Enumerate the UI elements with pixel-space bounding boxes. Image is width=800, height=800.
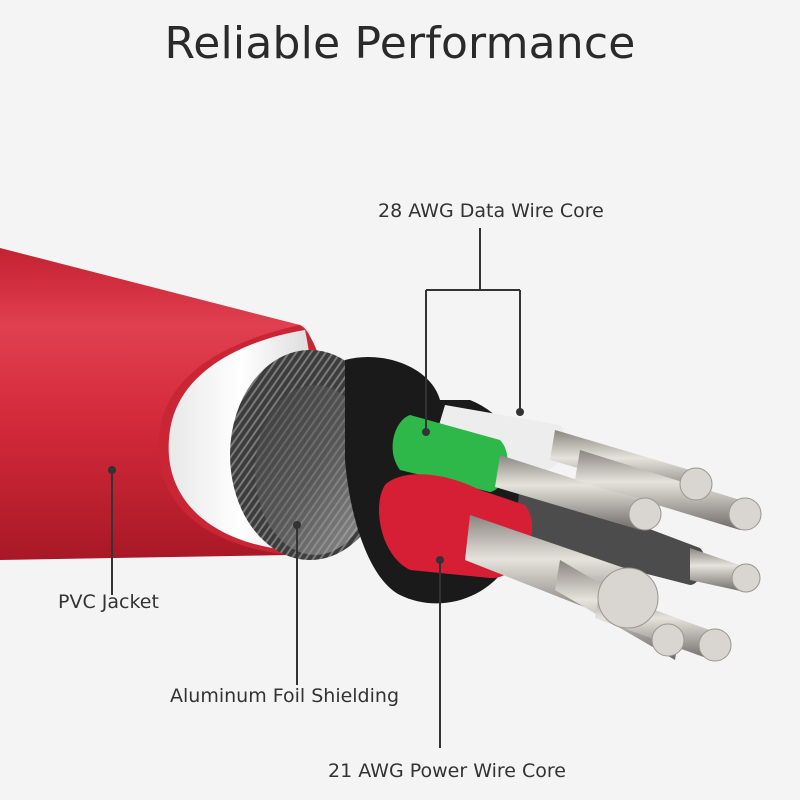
foil-shielding-label: Aluminum Foil Shielding bbox=[170, 685, 399, 707]
power-wire-label: 21 AWG Power Wire Core bbox=[328, 760, 566, 782]
data-wire-leader bbox=[426, 228, 520, 430]
data-wire-label: 28 AWG Data Wire Core bbox=[378, 200, 604, 222]
pvc-jacket-label: PVC Jacket bbox=[58, 591, 159, 613]
